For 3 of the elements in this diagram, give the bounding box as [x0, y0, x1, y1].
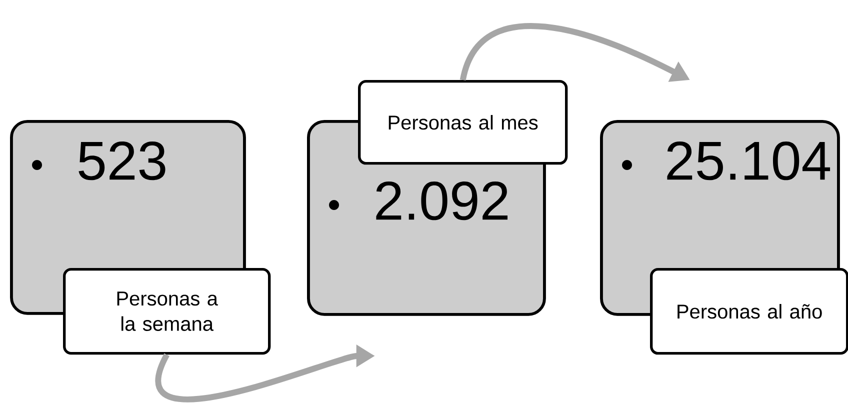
caption-box: Personas a la semana [63, 268, 271, 355]
caption-box: Personas al mes [358, 80, 568, 165]
caption-box: Personas al año [650, 268, 848, 355]
